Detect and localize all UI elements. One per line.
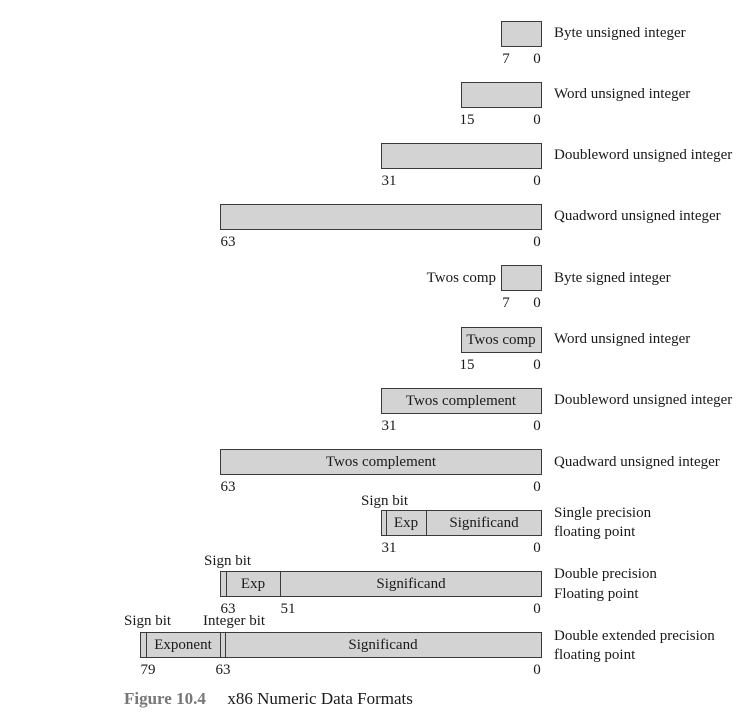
bit-label-high: 31 <box>381 540 397 556</box>
quadword-signed-field <box>220 449 542 475</box>
double-precision-field <box>220 571 542 597</box>
format-name: Doubleword unsigned integer <box>554 392 733 408</box>
sign-bit-divider <box>226 571 227 597</box>
format-name-line2: Floating point <box>554 586 639 602</box>
doubleword-signed-field <box>381 388 542 414</box>
integer-bit-divider <box>225 632 226 658</box>
format-name: Quadward unsigned integer <box>554 454 720 470</box>
bit-label-high: 15 <box>459 357 475 373</box>
single-precision-field <box>381 510 542 536</box>
significand-label: Significand <box>449 515 519 531</box>
sign-bit-label: Sign bit <box>361 493 409 509</box>
significand-label: Significand <box>376 576 446 592</box>
exponent-divider <box>426 510 427 536</box>
bit-label-high: 31 <box>381 173 397 189</box>
word-unsigned-field <box>461 82 542 108</box>
sign-bit-label: Sign bit <box>204 553 252 569</box>
format-name-line1: Single precision <box>554 505 652 521</box>
bit-label-mid: 63 <box>215 662 231 678</box>
bit-label-high: 63 <box>220 601 236 617</box>
bit-label-high: 7 <box>502 295 510 311</box>
field-label: Twos complement <box>405 393 517 409</box>
format-name-line1: Double precision <box>554 566 657 582</box>
exponent-divider <box>280 571 281 597</box>
doubleword-unsigned-field <box>381 143 542 169</box>
exponent-divider <box>220 632 221 658</box>
bit-label-low: 0 <box>533 295 541 311</box>
format-name: Word unsigned integer <box>554 86 691 102</box>
bit-label-high: 15 <box>459 112 475 128</box>
bit-label-low: 0 <box>533 173 541 189</box>
byte-signed-field <box>501 265 542 291</box>
bit-label-mid: 51 <box>280 601 296 617</box>
exponent-label: Exponent <box>154 637 212 653</box>
format-name-line1: Double extended precision <box>554 628 715 644</box>
bit-label-low: 0 <box>533 51 541 67</box>
format-name: Quadword unsigned integer <box>554 208 721 224</box>
sign-bit-divider <box>146 632 147 658</box>
sign-bit-label: Sign bit <box>124 613 172 629</box>
byte-unsigned-field <box>501 21 542 47</box>
twos-comp-label: Twos comp <box>426 270 496 286</box>
bit-label-low: 0 <box>533 234 541 250</box>
bit-label-low: 0 <box>533 601 541 617</box>
format-name: Byte unsigned integer <box>554 25 686 41</box>
format-name-line2: floating point <box>554 524 636 540</box>
significand-label: Significand <box>348 637 418 653</box>
word-signed-field <box>461 327 542 353</box>
bit-label-low: 0 <box>533 662 541 678</box>
format-name: Doubleword unsigned integer <box>554 147 733 163</box>
quadword-unsigned-field <box>220 204 542 230</box>
field-label: Twos comp <box>466 332 536 348</box>
double-extended-precision-field <box>140 632 542 658</box>
bit-label-low: 0 <box>533 112 541 128</box>
bit-label-low: 0 <box>533 479 541 495</box>
format-name: Word unsigned integer <box>554 331 691 347</box>
bit-label-low: 0 <box>533 418 541 434</box>
integer-bit-label: Integer bit <box>203 613 266 629</box>
figure-number: Figure 10.4 <box>124 689 206 708</box>
bit-label-high: 63 <box>220 234 236 250</box>
bit-label-low: 0 <box>533 540 541 556</box>
format-name-line2: floating point <box>554 647 636 663</box>
bit-label-high: 79 <box>140 662 156 678</box>
bit-label-high: 7 <box>502 51 510 67</box>
sign-bit-divider <box>386 510 387 536</box>
field-label: Twos complement <box>325 454 437 470</box>
exponent-label: Exp <box>240 576 266 592</box>
bit-label-low: 0 <box>533 357 541 373</box>
bit-label-high: 63 <box>220 479 236 495</box>
exponent-label: Exp <box>393 515 419 531</box>
bit-label-high: 31 <box>381 418 397 434</box>
figure-title: x86 Numeric Data Formats <box>227 689 413 708</box>
figure-caption: Figure 10.4 x86 Numeric Data Formats <box>124 688 413 711</box>
format-name: Byte signed integer <box>554 270 671 286</box>
